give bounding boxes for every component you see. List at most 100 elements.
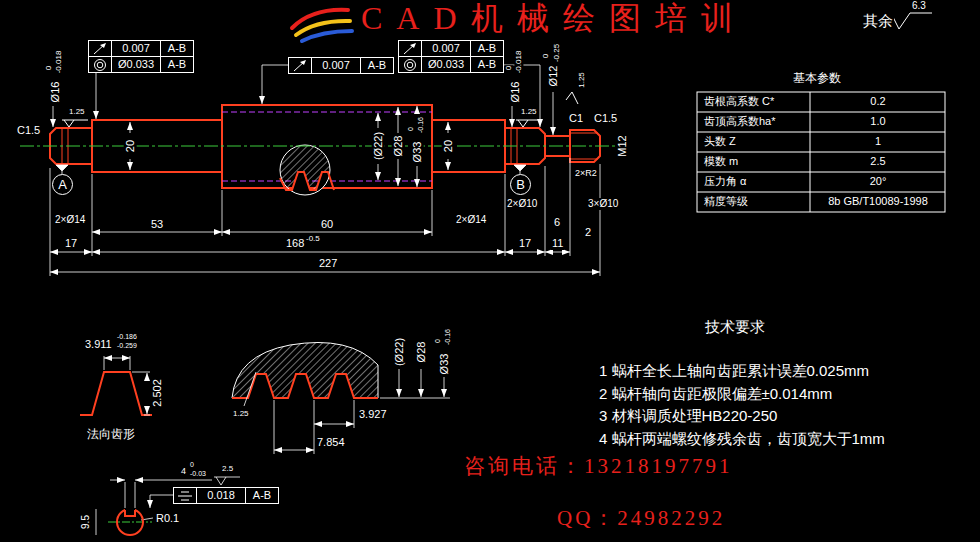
partial-section	[276, 143, 336, 200]
surface-note: 其余	[862, 12, 894, 29]
dimension-text: 2	[584, 226, 592, 239]
dimension-text: -0.186	[116, 333, 138, 341]
dimension-text: 1.25	[68, 107, 86, 116]
dimension-text: (Ø22)	[372, 131, 385, 161]
dimension-text: M12	[616, 134, 629, 157]
table-heading: 基本参数	[792, 72, 842, 86]
note-text: 技术要求	[704, 318, 766, 335]
dimension-text: 1.25	[520, 107, 538, 116]
dimension-text: C1.5	[16, 124, 41, 137]
dimension-text: 2.502	[151, 378, 164, 408]
dimension-text: 0	[189, 461, 195, 469]
dimension-text: C1.5	[593, 112, 618, 125]
surface-note: 6.3	[911, 0, 927, 12]
dimension-text: 9.5	[80, 514, 92, 530]
contact-text: QQ：24982292	[556, 506, 726, 530]
datum-reference: A-B	[160, 41, 193, 56]
table-cell: 模数 m	[703, 155, 739, 168]
table-cell: 齿根高系数 C*	[703, 95, 775, 108]
dimension-text: 20	[442, 139, 455, 153]
parameter-table	[697, 92, 945, 212]
tolerance-frame: 0.007A-B	[88, 40, 194, 57]
dimension-lines	[50, 92, 600, 276]
dimension-text: 20	[124, 139, 137, 153]
tolerance-frame: 0.018A-B	[173, 487, 279, 504]
leader-lines	[96, 65, 540, 520]
tolerance-value: Ø0.033	[111, 57, 160, 72]
tolerance-frame: Ø0.033A-B	[398, 56, 504, 73]
dimension-text: 0	[504, 65, 513, 71]
contact-text: 咨询电话：13218197791	[463, 454, 734, 478]
dimension-text: 2×Ø14	[455, 214, 487, 226]
dimension-text: Ø28	[392, 135, 405, 158]
datum-reference: A-B	[470, 57, 503, 72]
dimension-text: 2×Ø14	[54, 214, 86, 226]
dimension-text: 17	[64, 237, 78, 250]
tolerance-symbol	[399, 57, 421, 72]
datum-letter: A	[58, 177, 67, 192]
dimension-text: -0.16	[444, 328, 452, 346]
tolerance-value: 0.007	[111, 41, 160, 56]
dimension-text: 3×Ø10	[587, 198, 619, 210]
dimension-text: 0	[407, 126, 415, 132]
dimension-text: 168	[285, 237, 305, 250]
tolerance-symbol	[89, 41, 111, 56]
dimension-text: Ø33	[411, 141, 424, 164]
note-text: 1 蜗杆全长上轴向齿距累计误差0.025mm	[598, 362, 870, 379]
keyway-section	[96, 477, 240, 535]
datum-circle: B	[510, 174, 531, 195]
dimension-text: -0.16	[417, 116, 425, 134]
note-text: 4 蜗杆两端螺纹修残余齿，齿顶宽大于1mm	[598, 430, 886, 447]
tolerance-frame: 0.007A-B	[398, 40, 504, 57]
dimension-text: -0.5	[305, 234, 321, 243]
dimension-text: (Ø22)	[393, 337, 406, 367]
dimension-text: R0.1	[155, 512, 180, 525]
dimension-text: -0.259	[116, 342, 138, 350]
datum-letter: B	[516, 177, 525, 192]
table-cell: 0.2	[811, 95, 945, 108]
table-cell: 20°	[811, 175, 945, 188]
drawing-title: CAD机械绘图培训	[360, 0, 748, 37]
dimension-text: 2×Ø10	[506, 198, 538, 210]
tolerance-symbol	[174, 488, 196, 503]
dimension-text: Ø33	[438, 353, 451, 376]
datum-feature	[56, 165, 526, 174]
table-cell: 2.5	[811, 155, 945, 168]
dimension-text: -0.25	[552, 43, 561, 63]
tolerance-value: 0.007	[311, 58, 360, 73]
datum-reference: A-B	[470, 41, 503, 56]
dimension-text: -0.03	[189, 470, 207, 478]
tolerance-symbol	[399, 41, 421, 56]
dimension-text: C1	[568, 112, 584, 125]
dimension-text: 0	[44, 65, 53, 71]
normal-tooth-profile	[80, 356, 152, 415]
dimension-text: 3.927	[358, 408, 388, 421]
dimension-text: 53	[150, 218, 164, 231]
dimension-text: 0	[434, 338, 442, 344]
dimension-text: 60	[320, 218, 334, 231]
dimension-text: 4	[180, 466, 187, 476]
tolerance-symbol	[89, 57, 111, 72]
surface-finish-symbol	[893, 13, 932, 29]
dimension-text: Ø16	[509, 81, 522, 104]
dimension-text: 227	[318, 257, 338, 270]
table-cell: 8b GB/T10089-1998	[811, 195, 945, 208]
table-cell: 1	[811, 135, 945, 148]
dimension-text: 3.911	[84, 338, 113, 351]
dimension-text: -0.018	[54, 50, 63, 75]
tolerance-value: 0.007	[421, 41, 470, 56]
dimension-text: 1.25	[232, 409, 250, 418]
logo	[292, 10, 352, 41]
table-cell: 精度等级	[703, 195, 749, 208]
tolerance-frame: Ø0.033A-B	[88, 56, 194, 73]
table-cell: 齿顶高系数ha*	[703, 115, 777, 128]
note-text: 3 材料调质处理HB220-250	[598, 407, 778, 424]
view-caption: 法向齿形	[86, 428, 136, 442]
tolerance-value: 0.018	[196, 488, 245, 503]
dimension-text: 7.854	[316, 436, 346, 449]
tolerance-symbol	[289, 58, 311, 73]
dimension-text: 2.5	[221, 464, 234, 473]
dimension-text: Ø16	[49, 81, 62, 104]
surface-finish-symbol	[62, 92, 578, 127]
